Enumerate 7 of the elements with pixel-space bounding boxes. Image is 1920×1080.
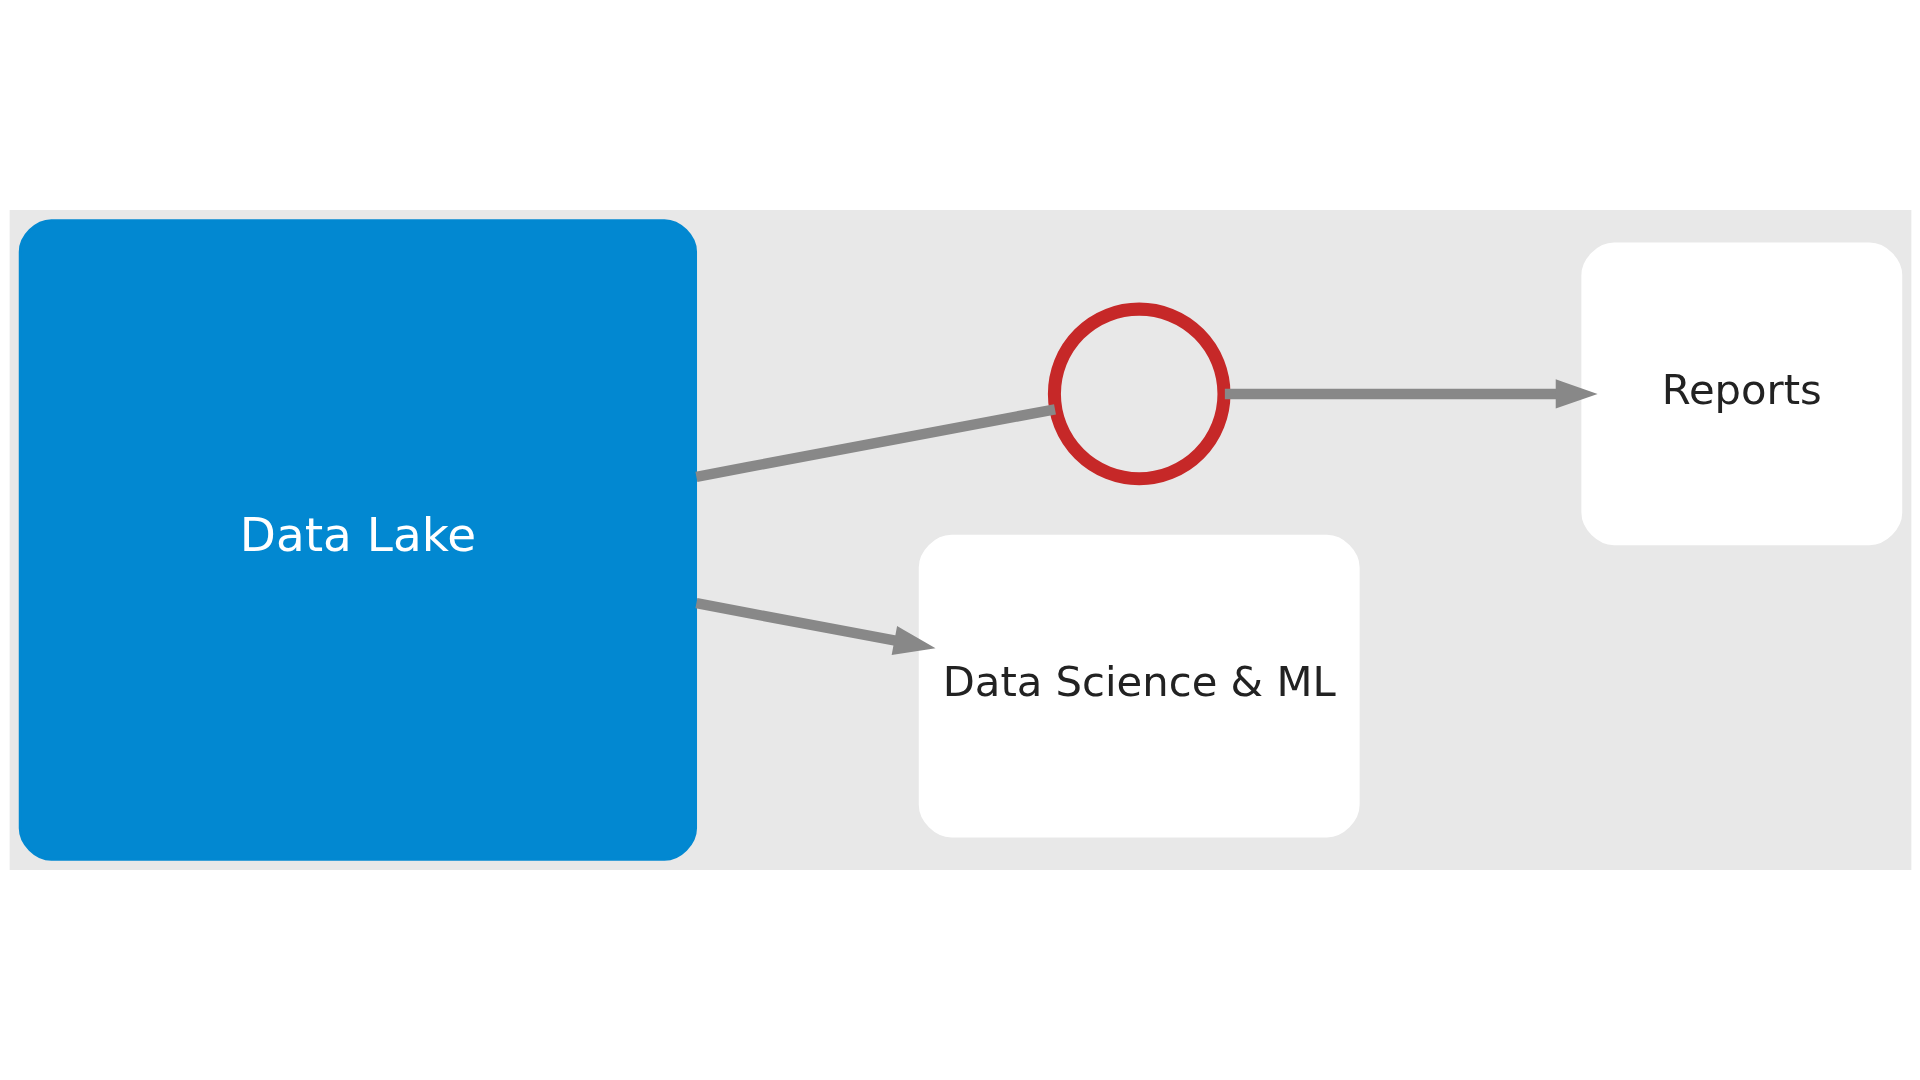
node-box: Data Science & ML	[918, 534, 1360, 838]
connector	[694, 404, 1056, 482]
node-box: Data Lake	[18, 219, 697, 861]
arrow	[694, 598, 936, 655]
node-circle	[1047, 302, 1230, 486]
arrow	[1224, 379, 1598, 409]
node-box: Reports	[1580, 242, 1902, 546]
